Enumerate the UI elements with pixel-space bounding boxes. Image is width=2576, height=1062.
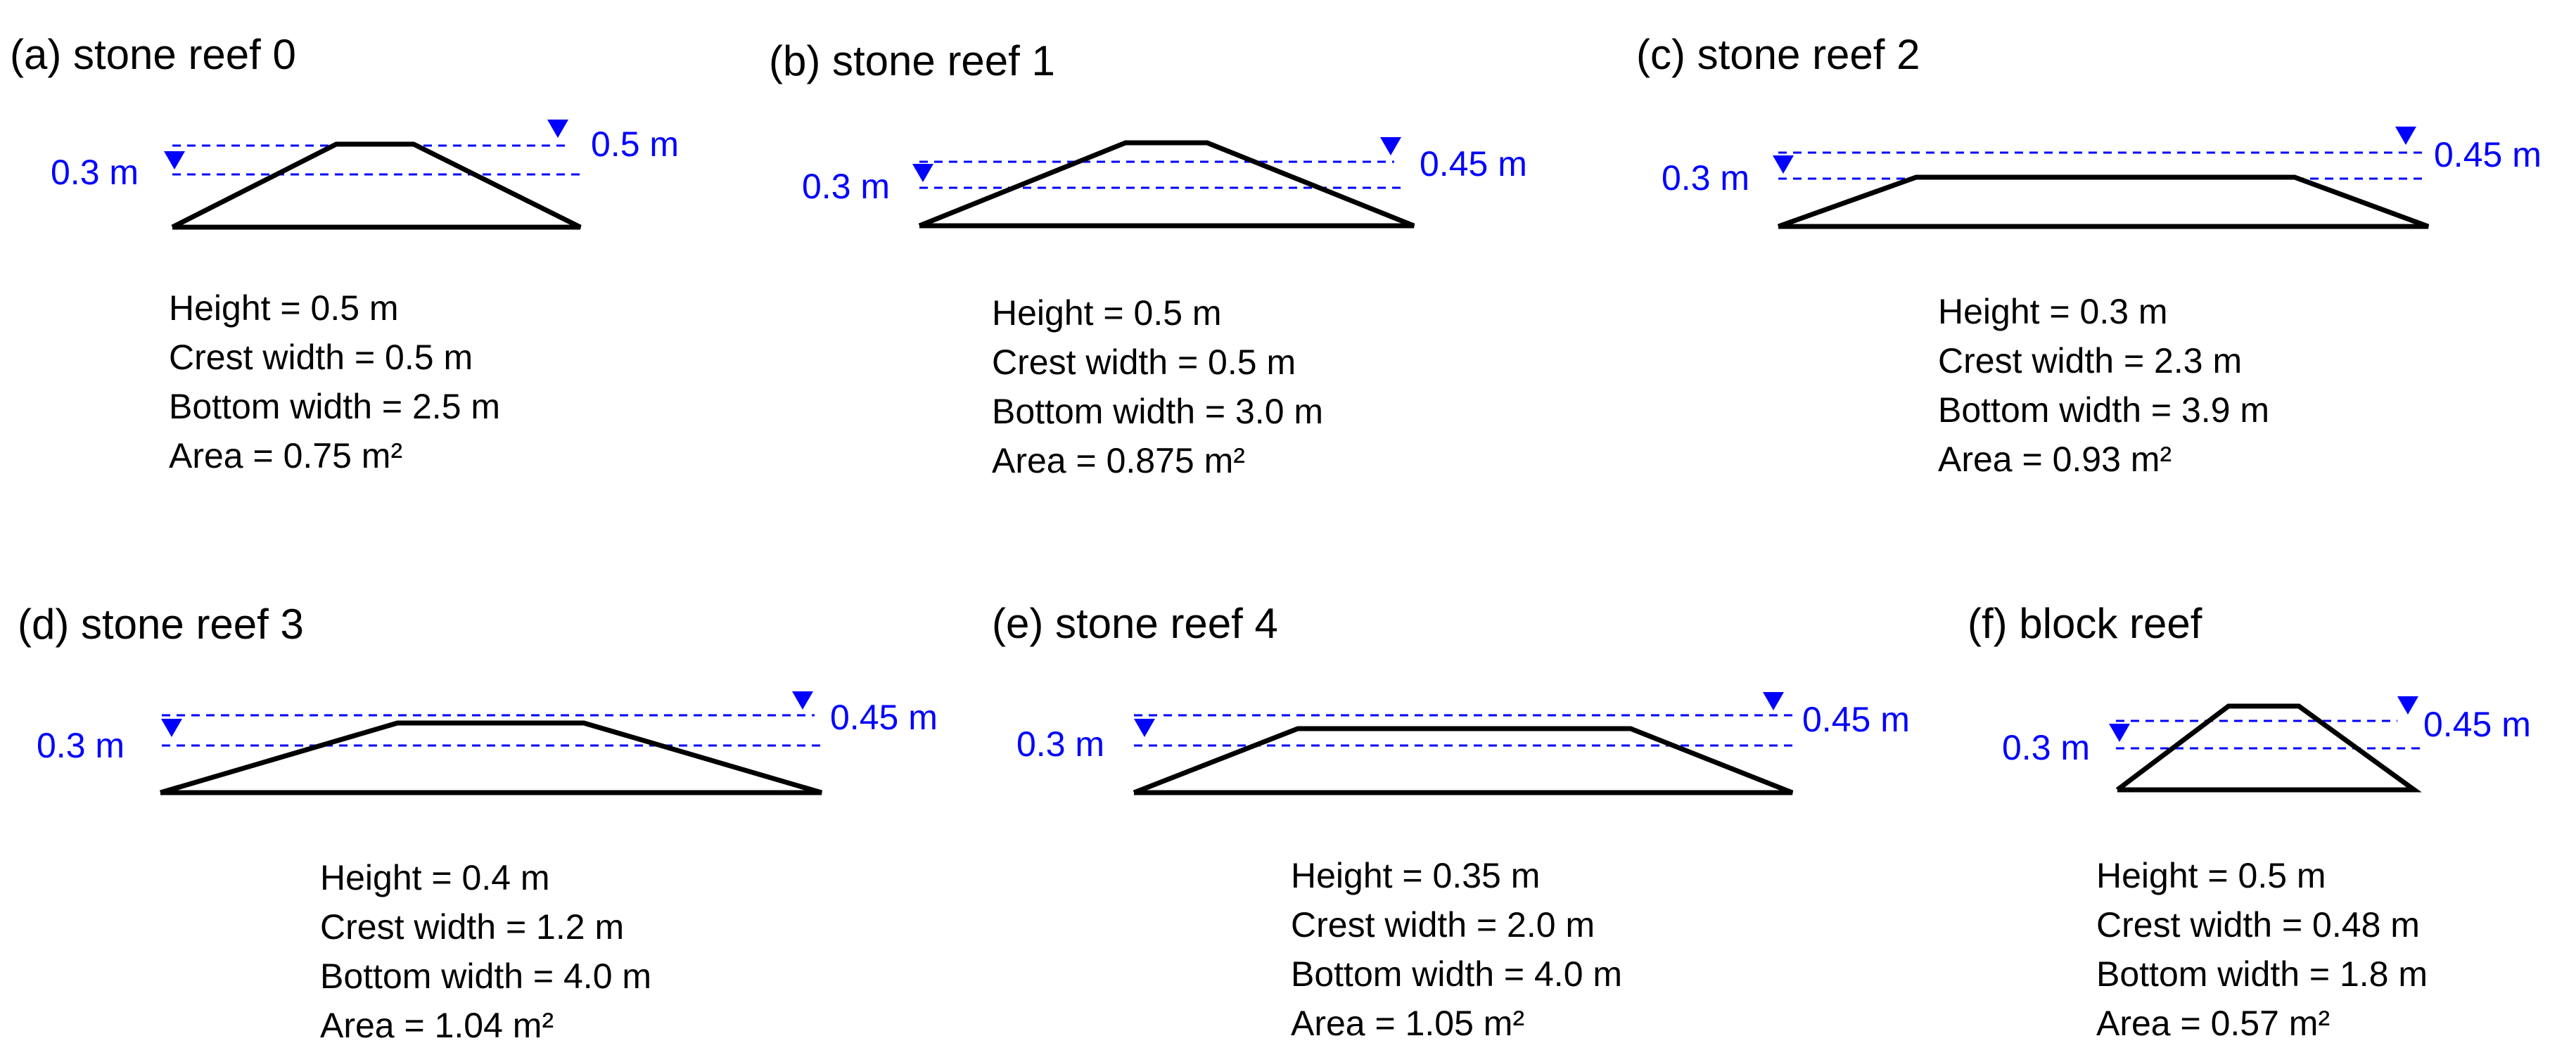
spec-area: Area = 1.04 m² <box>320 1006 554 1045</box>
reef-cross-section <box>171 141 582 230</box>
low-water-level-label: 0.3 m <box>2002 728 2090 767</box>
panel-stone-reef-2: (c) stone reef 2 0.3 m 0.45 m Height = 0… <box>1636 31 2542 479</box>
spec-area: Area = 0.57 m² <box>2096 1004 2330 1043</box>
panel-stone-reef-1: (b) stone reef 1 0.3 m 0.45 m Height = 0… <box>769 37 1527 480</box>
low-water-level-icon <box>912 164 933 182</box>
panel-title: (f) block reef <box>1968 600 2202 647</box>
low-water-level-label: 0.3 m <box>1662 158 1749 198</box>
spec-crest-width: Crest width = 1.2 m <box>320 907 624 947</box>
panel-title: (d) stone reef 3 <box>18 601 304 648</box>
low-water-level-icon <box>161 719 182 737</box>
low-water-level-icon <box>1773 155 1794 174</box>
spec-crest-width: Crest width = 0.5 m <box>169 338 473 377</box>
panel-stone-reef-4: (e) stone reef 4 0.3 m 0.45 m Height = 0… <box>992 600 1910 1043</box>
low-water-level-icon <box>164 151 185 169</box>
panel-title: (e) stone reef 4 <box>992 600 1278 647</box>
high-water-level-label: 0.45 m <box>830 698 938 737</box>
high-water-level-label: 0.45 m <box>2434 135 2542 174</box>
high-water-level-icon <box>547 120 568 138</box>
spec-area: Area = 0.875 m² <box>992 441 1245 480</box>
spec-height: Height = 0.35 m <box>1291 856 1540 895</box>
panel-stone-reef-3: (d) stone reef 3 0.3 m 0.45 m Height = 0… <box>18 601 938 1045</box>
high-water-level-label: 0.5 m <box>591 124 679 164</box>
reef-cross-section <box>160 720 822 795</box>
spec-area: Area = 0.75 m² <box>169 436 402 475</box>
spec-bottom-width: Bottom width = 2.5 m <box>169 387 500 426</box>
spec-crest-width: Crest width = 2.0 m <box>1291 905 1595 945</box>
reef-cross-section <box>1777 174 2430 229</box>
reef-cross-section <box>1133 726 1794 795</box>
spec-area: Area = 0.93 m² <box>1938 440 2172 479</box>
panel-block-reef: (f) block reef 0.3 m 0.45 m Height = 0.5… <box>1968 600 2531 1043</box>
low-water-level-label: 0.3 m <box>37 726 125 765</box>
spec-bottom-width: Bottom width = 3.0 m <box>992 392 1323 431</box>
spec-bottom-width: Bottom width = 3.9 m <box>1938 390 2269 430</box>
spec-crest-width: Crest width = 2.3 m <box>1938 341 2242 380</box>
high-water-level-label: 0.45 m <box>1802 700 1910 739</box>
spec-crest-width: Crest width = 0.48 m <box>2096 905 2420 945</box>
spec-height: Height = 0.4 m <box>320 858 550 897</box>
panel-stone-reef-0: (a) stone reef 0 0.3 m 0.5 m Height = 0.… <box>10 31 679 475</box>
high-water-level-label: 0.45 m <box>1420 144 1527 184</box>
spec-bottom-width: Bottom width = 1.8 m <box>2096 954 2428 994</box>
spec-area: Area = 1.05 m² <box>1291 1004 1524 1043</box>
high-water-level-icon <box>1763 692 1784 710</box>
low-water-level-icon <box>2109 724 2130 742</box>
reef-cross-section <box>918 140 1415 229</box>
spec-height: Height = 0.5 m <box>2096 856 2326 895</box>
panel-title: (a) stone reef 0 <box>10 31 296 78</box>
spec-height: Height = 0.3 m <box>1938 292 2168 331</box>
spec-height: Height = 0.5 m <box>992 293 1222 333</box>
spec-height: Height = 0.5 m <box>169 288 399 328</box>
high-water-level-icon <box>2395 127 2416 145</box>
high-water-level-icon <box>2397 696 2418 715</box>
low-water-level-icon <box>1134 719 1155 737</box>
reef-cross-section <box>2115 703 2422 793</box>
panel-title: (b) stone reef 1 <box>769 37 1055 84</box>
low-water-level-label: 0.3 m <box>1016 724 1104 764</box>
spec-crest-width: Crest width = 0.5 m <box>992 343 1296 382</box>
high-water-level-icon <box>1380 137 1401 155</box>
panel-title: (c) stone reef 2 <box>1636 31 1920 78</box>
high-water-level-label: 0.45 m <box>2423 705 2531 744</box>
low-water-level-label: 0.3 m <box>802 167 890 206</box>
spec-bottom-width: Bottom width = 4.0 m <box>1291 954 1622 994</box>
low-water-level-label: 0.3 m <box>51 153 139 192</box>
spec-bottom-width: Bottom width = 4.0 m <box>320 957 651 996</box>
high-water-level-icon <box>792 691 813 710</box>
